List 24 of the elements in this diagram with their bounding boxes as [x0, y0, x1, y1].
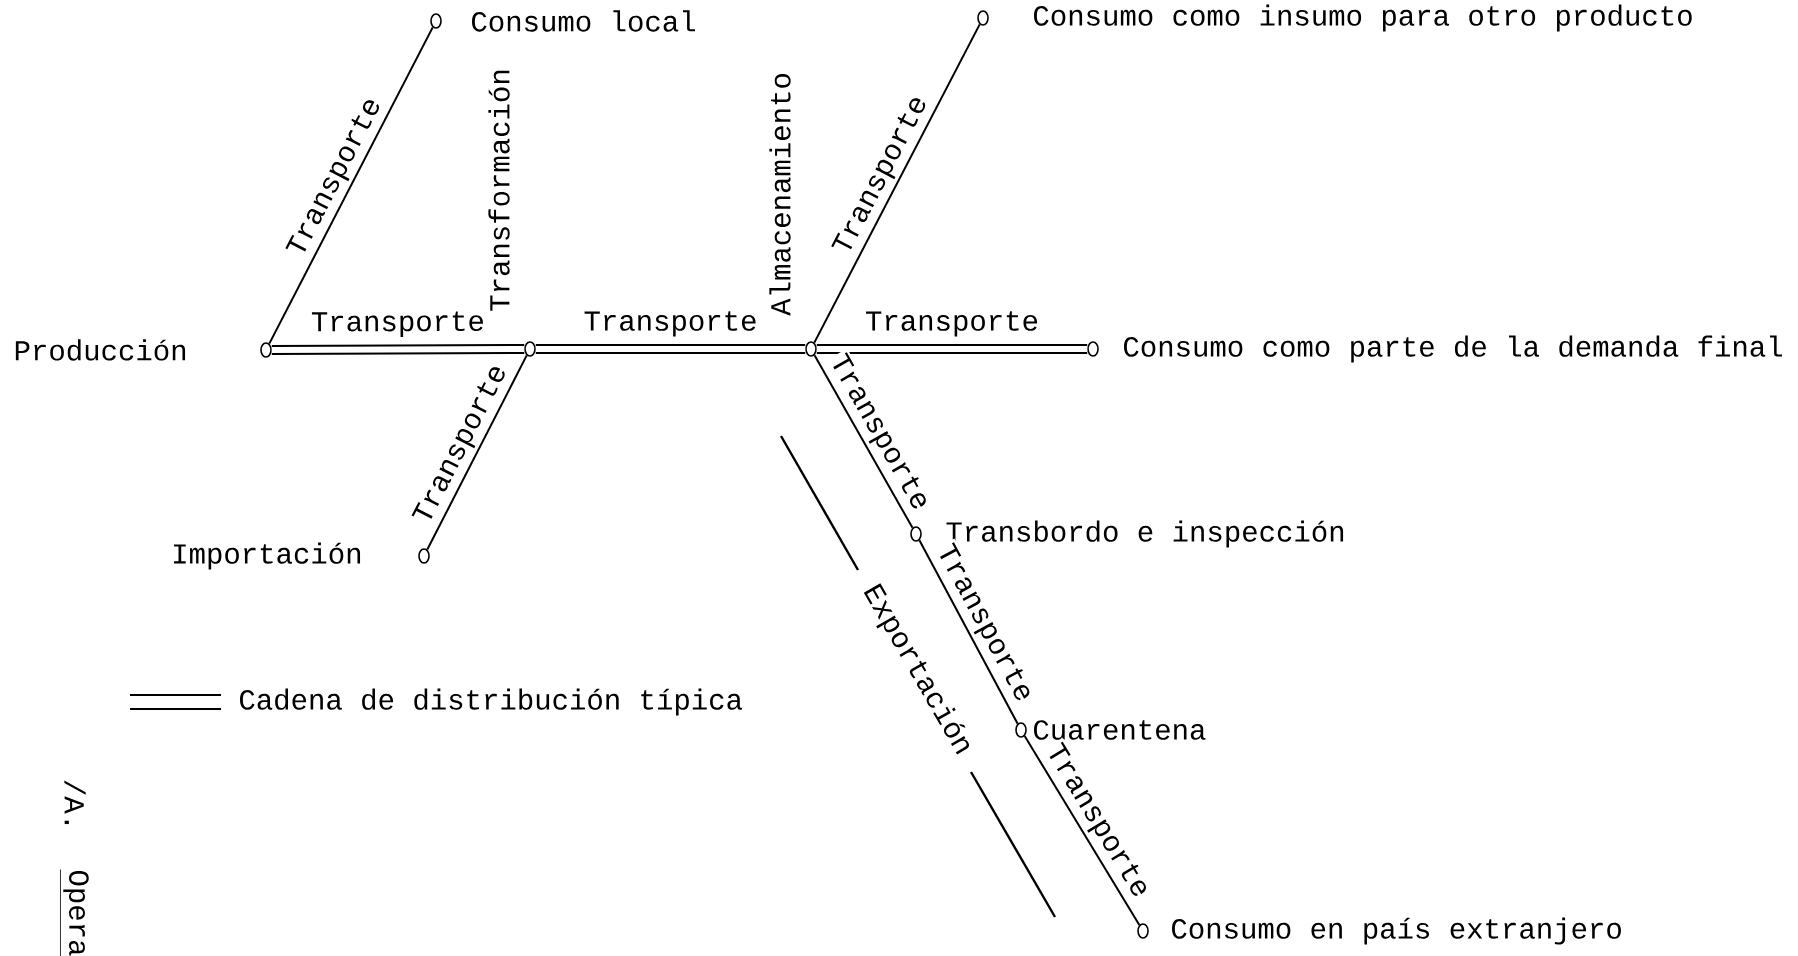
node-label: Almacenamiento [769, 74, 791, 316]
node-label: Producción [15, 339, 186, 361]
connector-line [918, 539, 1019, 725]
node-label: Consumo como parte de la demanda final [1124, 335, 1782, 363]
page-note: Opera [60, 869, 89, 956]
node-label: Transformación [488, 70, 510, 311]
connector-line [426, 354, 528, 551]
connector-line [816, 344, 1088, 354]
connector-line [813, 354, 914, 529]
edge-label: Transporte [581, 309, 760, 339]
connector-line [1023, 735, 1141, 926]
legend-label: Cadena de distribución típica [240, 688, 743, 716]
edge-label: Transporte [863, 309, 1042, 339]
node-label: Consumo como insumo para otro producto [1034, 4, 1692, 32]
connector-line [535, 344, 806, 354]
connector-line [271, 344, 525, 355]
node-label: Cuarentena [1034, 720, 1206, 740]
node-label: Consumo local [472, 10, 695, 32]
node-label: Consumo en país extranjero [1172, 917, 1621, 945]
page-note: /A. [64, 780, 86, 825]
connector-line [813, 23, 981, 344]
connector-line [268, 26, 434, 345]
node-label: Importación [174, 542, 361, 570]
edge-label: Transporte [308, 309, 487, 340]
